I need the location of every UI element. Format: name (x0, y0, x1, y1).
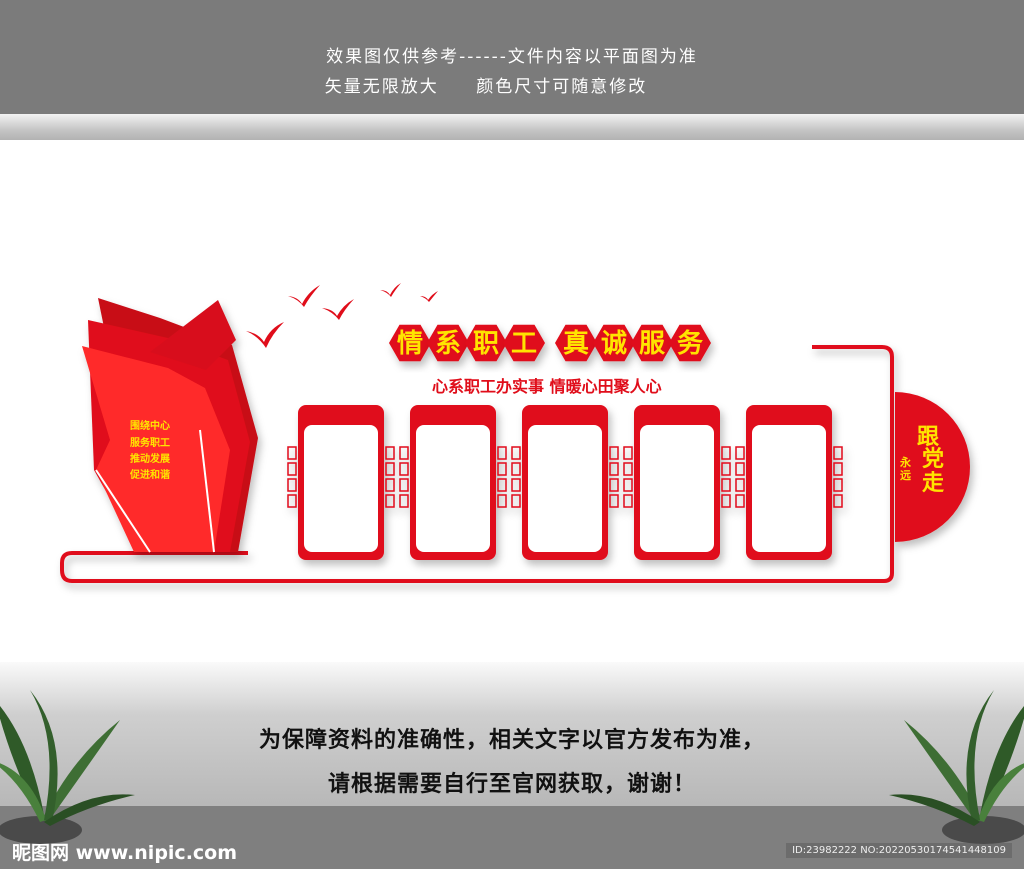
circle-text-big-2: 党 走 (922, 446, 952, 496)
bird-2 (288, 285, 320, 307)
bird-4 (380, 283, 401, 297)
ceiling-ledge (0, 114, 1024, 140)
title-hexagon: 工 (503, 324, 545, 362)
circle-big2-char-2: 走 (922, 470, 944, 496)
banner-line-3: 推动发展 (130, 452, 170, 465)
notice-line-2: 矢量无限放大 颜色尺寸可随意修改 (324, 77, 648, 97)
disclaimer-line-1: 为保障资料的准确性，相关文字以官方发布为准， (258, 728, 765, 753)
circle-text-big-1: 跟 (917, 424, 940, 450)
banner-text: 围绕中心 服务职工 推动发展 促进和谐 (129, 419, 170, 481)
bird-5 (420, 291, 438, 302)
circle-small-char-2: 远 (900, 469, 911, 482)
birds-decoration (246, 283, 438, 348)
display-panel (399, 405, 507, 560)
display-panel (511, 405, 619, 560)
title-hexagon: 情 (389, 324, 431, 362)
board-subtitle: 心系职工办实事 情暖心田聚人心 (432, 377, 662, 396)
title-char: 务 (677, 329, 703, 359)
slogan-circle: 跟 永 远 党 走 (895, 392, 970, 542)
display-panel (735, 405, 843, 560)
image-id-label: ID:23982222 NO:20220530174541448109 (786, 843, 1012, 858)
disclaimer-line-2: 请根据需要自行至官网获取，谢谢！ (327, 772, 696, 797)
circle-big2-char-1: 党 (922, 446, 944, 472)
title-char: 工 (511, 329, 537, 359)
title-char: 情 (397, 329, 423, 359)
title-hexagon: 务 (669, 324, 711, 362)
banner-line-4: 促进和谐 (129, 468, 170, 481)
title-hexagon: 诚 (593, 324, 635, 362)
bird-3 (322, 299, 354, 320)
title-hexagons: 情系职工真诚服务 (389, 324, 711, 362)
bird-1 (246, 322, 284, 348)
title-char: 职 (473, 329, 499, 359)
display-panel (623, 405, 731, 560)
banner-line-2: 服务职工 (130, 436, 170, 449)
title-hexagon: 系 (427, 324, 469, 362)
site-logo: 昵图网 www.nipic.com (12, 842, 238, 864)
banner-line-1: 围绕中心 (130, 419, 170, 432)
title-char: 真 (563, 329, 589, 359)
notice-line-1: 效果图仅供参考------文件内容以平面图为准 (326, 47, 698, 67)
title-hexagon: 职 (465, 324, 507, 362)
display-panel (287, 405, 395, 560)
floor-band: 为保障资料的准确性，相关文字以官方发布为准， 请根据需要自行至官网获取，谢谢！ (0, 662, 1024, 812)
title-char: 诚 (601, 329, 627, 359)
circle-text-small: 永 远 (899, 455, 915, 482)
top-notice-band: 效果图仅供参考------文件内容以平面图为准 矢量无限放大 颜色尺寸可随意修改 (0, 0, 1024, 114)
title-char: 服 (639, 329, 666, 359)
folded-banner (82, 298, 258, 553)
circle-small-char-1: 永 (899, 455, 912, 469)
bottom-band (0, 806, 1024, 869)
display-panels (287, 405, 843, 560)
title-char: 系 (435, 329, 461, 359)
title-hexagon: 服 (631, 324, 673, 362)
title-hexagon: 真 (555, 324, 597, 362)
frame-outline (60, 345, 894, 583)
